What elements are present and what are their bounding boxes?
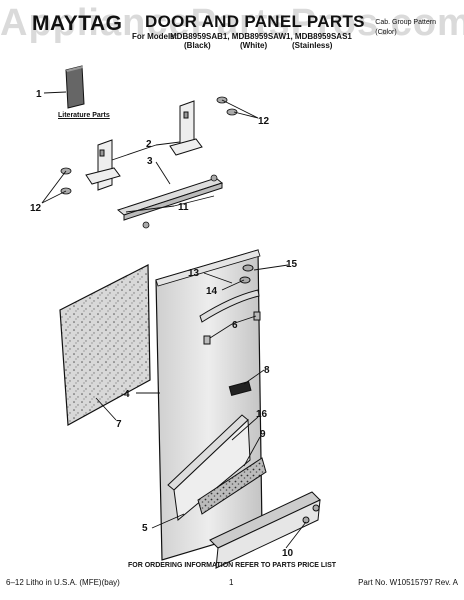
callout-14: 14 xyxy=(206,286,218,297)
kick-panel xyxy=(167,414,251,521)
ordering-note: FOR ORDERING INFORMATION REFER TO PARTS … xyxy=(127,562,337,569)
cabinet-group-line-2: (Color) xyxy=(375,29,397,36)
page-number: 1 xyxy=(229,578,234,587)
litho-info: 6–12 Litho in U.S.A. (MFE)(bay) xyxy=(6,578,120,587)
callout-12-left: 12 xyxy=(30,203,42,214)
callout-3: 3 xyxy=(147,156,153,167)
callout-2: 2 xyxy=(146,139,152,150)
callout-7: 7 xyxy=(116,419,122,430)
insulation-panel xyxy=(59,264,151,426)
callout-13: 13 xyxy=(188,268,200,279)
literature-part xyxy=(65,65,85,109)
hinge-bracket-left xyxy=(85,139,121,191)
callout-11: 11 xyxy=(178,202,189,213)
brand-logo: MAYTAG xyxy=(32,12,123,35)
variant-white: (White) xyxy=(240,41,268,50)
door-handle xyxy=(199,264,261,345)
cabinet-group-note: Cab. Group Pattern (Color) xyxy=(375,18,436,38)
page-title: DOOR AND PANEL PARTS xyxy=(145,12,365,31)
logo-badge xyxy=(228,380,252,397)
variant-black: (Black) xyxy=(184,41,211,50)
part-number: Part No. W10515797 Rev. A xyxy=(358,578,458,587)
leader-lines xyxy=(41,91,307,549)
hinge-rail xyxy=(116,177,224,221)
callout-9: 9 xyxy=(260,429,266,440)
for-models-label: For Models: xyxy=(132,32,178,41)
bottom-trim xyxy=(209,491,321,569)
callout-5: 5 xyxy=(142,523,148,534)
callout-4: 4 xyxy=(124,389,130,400)
callout-6: 6 xyxy=(232,320,238,331)
model-numbers: MDB8959SAB1, MDB8959SAW1, MDB8959SAS1 xyxy=(170,32,352,41)
variant-stainless: (Stainless) xyxy=(292,41,333,50)
literature-parts-label: Literature Parts xyxy=(58,112,110,119)
cabinet-group-line-1: Cab. Group Pattern xyxy=(375,19,436,26)
callout-15: 15 xyxy=(286,259,298,270)
callout-1: 1 xyxy=(36,89,42,100)
toe-panel-foam xyxy=(197,457,267,515)
hinge-bracket-right xyxy=(169,100,203,156)
callout-10: 10 xyxy=(282,548,294,559)
callout-8: 8 xyxy=(264,365,270,376)
callout-12-top: 12 xyxy=(258,116,270,127)
callout-16: 16 xyxy=(256,409,268,420)
